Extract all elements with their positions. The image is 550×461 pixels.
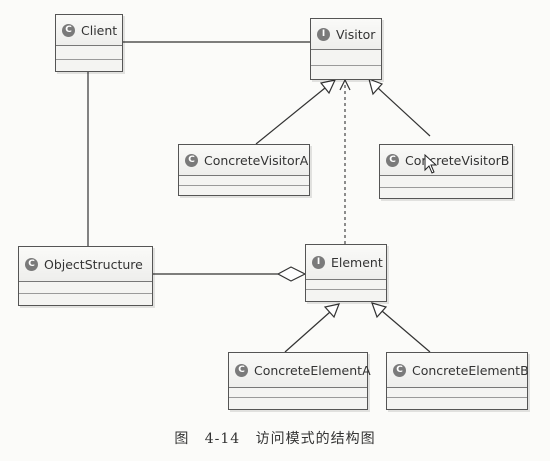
class-compartment-divider [179,185,309,186]
class-compartment-divider [56,59,122,60]
concretevisitora-realization-line [255,87,326,145]
class-compartment-divider [306,289,386,290]
class-concreteelementa-header: C ConcreteElementA [229,353,371,388]
class-client-header: C Client [56,15,122,46]
aggregation-diamond [276,266,307,282]
mouse-cursor-icon [424,154,438,174]
class-concreteelementa-name: ConcreteElementA [254,362,371,378]
interface-element-header: I Element [306,245,386,280]
class-concreteelementb[interactable]: C ConcreteElementB [386,352,529,410]
class-type-icon: C [185,153,198,167]
class-concretevisitora[interactable]: C ConcreteVisitorA [178,144,310,196]
class-type-icon: C [235,363,248,377]
interface-visitor[interactable]: I Visitor [310,18,382,80]
class-concretevisitora-header: C ConcreteVisitorA [179,145,309,176]
class-objectstructure-name: ObjectStructure [44,256,143,272]
class-concreteelementa[interactable]: C ConcreteElementA [228,352,371,410]
class-compartment-divider [311,65,381,66]
concretevisitora-realization-arrowhead [319,79,337,95]
interface-visitor-header: I Visitor [311,19,381,50]
element-visitor-dependency-arrowhead [339,78,351,91]
class-client[interactable]: C Client [55,14,123,72]
concreteelementa-realization-line [284,311,331,353]
class-type-icon: C [25,257,38,271]
class-compartment-divider [229,397,367,398]
class-type-icon: C [62,23,75,37]
class-compartment-divider [387,397,527,398]
class-concretevisitorb-header: C ConcreteVisitorB [380,145,512,176]
interface-type-icon: I [317,27,330,41]
concretevisitorb-realization-arrowhead [368,78,384,96]
class-concreteelementb-name: ConcreteElementB [412,362,529,378]
concreteelementb-realization-arrowhead [371,302,388,319]
interface-element-name: Element [331,254,383,270]
figure-caption: 图 4-14 访问模式的结构图 [174,431,376,447]
class-compartment-divider [19,293,152,294]
class-concretevisitorb-name: ConcreteVisitorB [405,152,510,168]
interface-type-icon: I [312,255,325,269]
interface-element[interactable]: I Element [305,244,387,302]
concreteelementb-realization-line [381,310,431,353]
class-concretevisitora-name: ConcreteVisitorA [204,152,309,168]
class-concretevisitorb[interactable]: C ConcreteVisitorB [379,144,513,199]
class-objectstructure[interactable]: C ObjectStructure [18,246,153,306]
class-concreteelementb-header: C ConcreteElementB [387,353,529,388]
class-compartment-divider [380,187,512,188]
class-type-icon: C [386,153,399,167]
concretevisitorb-realization-line [377,87,431,137]
interface-visitor-name: Visitor [336,26,376,42]
class-type-icon: C [393,363,406,377]
concreteelementa-realization-arrowhead [323,303,340,319]
class-objectstructure-header: C ObjectStructure [19,247,152,282]
class-client-name: Client [81,22,118,38]
